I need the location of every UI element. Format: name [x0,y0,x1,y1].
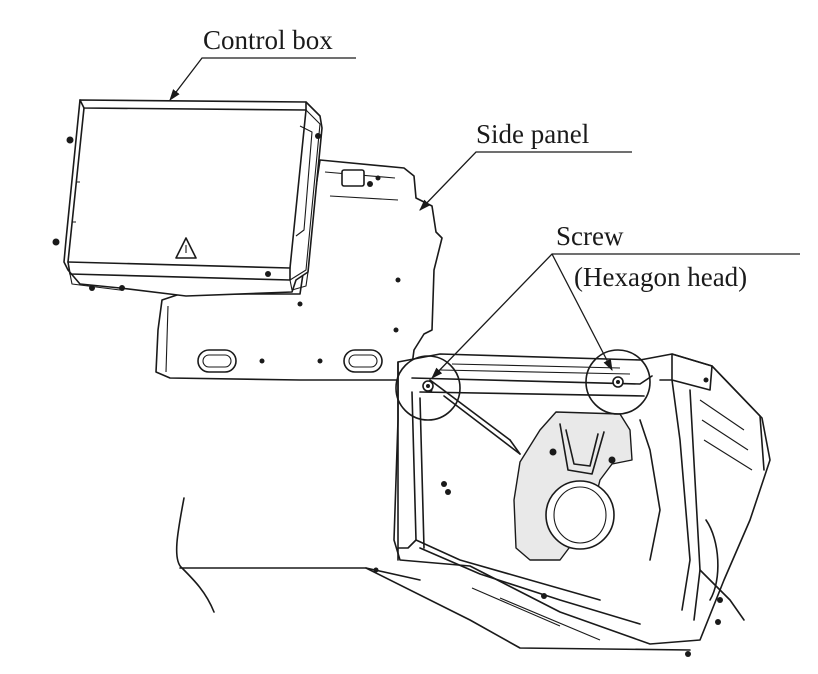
control-box [52,99,323,297]
control-box-label: Control box [203,25,333,55]
screw-right [585,349,651,415]
leader-side-panel [419,151,632,211]
side-panel-label: Side panel [476,119,590,149]
indoor-unit-body [175,353,771,657]
leader-control-box [169,57,356,101]
leader-screw [431,253,800,379]
hexagon-head-label: (Hexagon head) [574,262,748,292]
side-panel [155,159,443,381]
screw-left [395,355,461,421]
screw-label: Screw [556,221,624,251]
